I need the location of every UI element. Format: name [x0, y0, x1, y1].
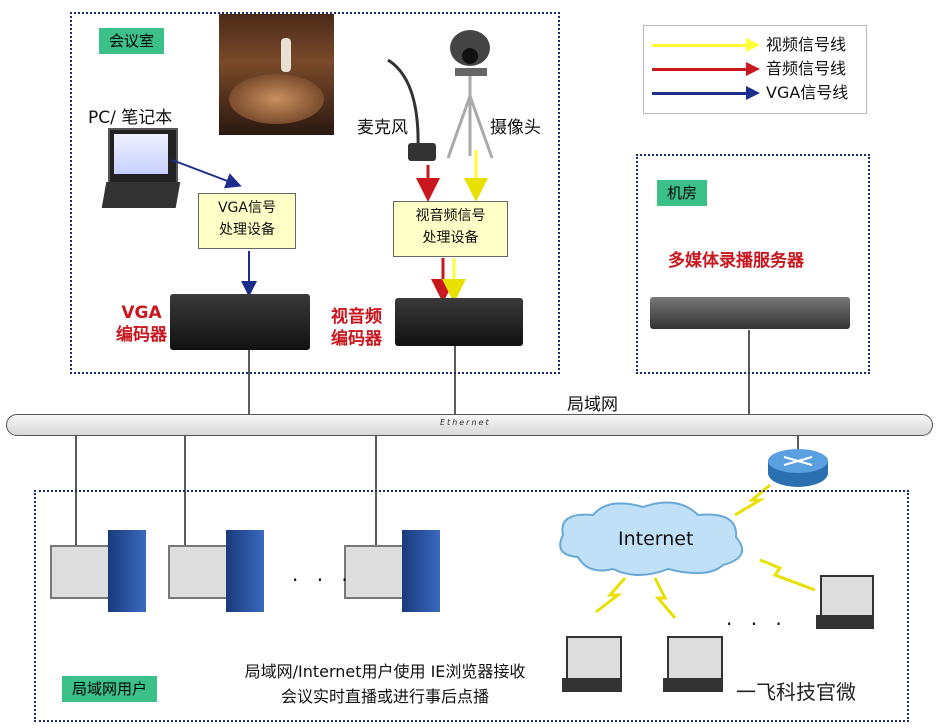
remote-laptop-2-base [663, 678, 723, 692]
legend-audio-label: 音频信号线 [766, 59, 847, 78]
desktop-monitor-1 [50, 545, 110, 599]
pc-label: PC/ 笔记本 [88, 108, 173, 128]
lan-users-zone [34, 490, 909, 722]
meeting-room-tag: 会议室 [99, 28, 165, 54]
vga-line-swatch [652, 92, 748, 95]
remote-laptop-3-base [816, 615, 874, 629]
ethernet-bus [6, 414, 933, 436]
camera-icon [446, 30, 494, 159]
remote-laptop-1-base [562, 678, 622, 692]
more-dots: · · · [292, 568, 354, 592]
legend: 视频信号线 音频信号线 VGA信号线 [643, 25, 867, 114]
legend-vga: VGA信号线 [652, 82, 862, 104]
watermark: 一飞科技官微 [736, 680, 856, 704]
media-server-device [650, 297, 850, 329]
audio-line-swatch [652, 68, 748, 71]
machine-room-zone [636, 154, 870, 374]
legend-video-label: 视频信号线 [766, 35, 847, 54]
av-encoder-label: 视音频 编码器 [331, 306, 382, 350]
desktop-tower-1 [108, 530, 146, 612]
internet-cloud-icon [559, 501, 744, 576]
av-encoder-line2: 编码器 [331, 329, 382, 349]
vga-proc-line2: 处理设备 [219, 222, 275, 238]
legend-audio: 音频信号线 [652, 58, 862, 80]
arrow-icon [746, 62, 760, 76]
av-encoder-line1: 视音频 [331, 307, 382, 327]
meeting-room-zone [70, 12, 560, 374]
router-icon [768, 449, 828, 487]
internet-label: Internet [618, 528, 694, 550]
usage-note: 局域网/Internet用户使用 IE浏览器接收 会议实时直播或进行事后点播 [210, 659, 560, 709]
camera-label: 摄像头 [490, 118, 541, 138]
arrow-icon [746, 38, 760, 52]
microphone-icon [387, 58, 436, 161]
vga-encoder-device [170, 294, 310, 350]
usage-note-line2: 会议实时直播或进行事后点播 [280, 687, 489, 706]
usage-note-line1: 局域网/Internet用户使用 IE浏览器接收 [244, 662, 526, 681]
vga-processing-box: VGA信号 处理设备 [198, 193, 296, 249]
machine-room-tag: 机房 [657, 180, 708, 206]
av-encoder-device [395, 298, 523, 346]
ethernet-text: Ethernet [440, 418, 491, 427]
av-proc-line2: 处理设备 [422, 230, 479, 246]
vga-encoder-label: VGA 编码器 [116, 302, 167, 346]
arrow-icon [746, 86, 760, 100]
mic-label: 麦克风 [357, 118, 408, 138]
av-processing-box: 视音频信号 处理设备 [393, 201, 508, 257]
vga-encoder-line1: VGA [121, 303, 162, 323]
remote-laptop-3 [820, 575, 874, 617]
lan-label: 局域网 [567, 395, 618, 415]
av-proc-line1: 视音频信号 [415, 208, 486, 224]
desktop-monitor-2 [168, 545, 228, 599]
presenter [281, 38, 291, 72]
vga-proc-line1: VGA信号 [217, 200, 276, 216]
conference-table [229, 74, 324, 124]
video-line-swatch [652, 44, 748, 47]
vga-encoder-line2: 编码器 [116, 325, 167, 345]
legend-vga-label: VGA信号线 [766, 83, 849, 102]
desktop-tower-3 [402, 530, 440, 612]
desktop-tower-2 [226, 530, 264, 612]
desktop-monitor-3 [344, 545, 404, 599]
remote-laptop-2 [667, 636, 723, 680]
lan-users-tag: 局域网用户 [62, 676, 158, 702]
laptop-screen [114, 134, 168, 174]
more-dots-remote: · · · [726, 612, 788, 636]
server-label: 多媒体录播服务器 [668, 251, 804, 271]
legend-video: 视频信号线 [652, 34, 862, 56]
meeting-photo [219, 14, 334, 135]
remote-laptop-1 [566, 636, 622, 680]
